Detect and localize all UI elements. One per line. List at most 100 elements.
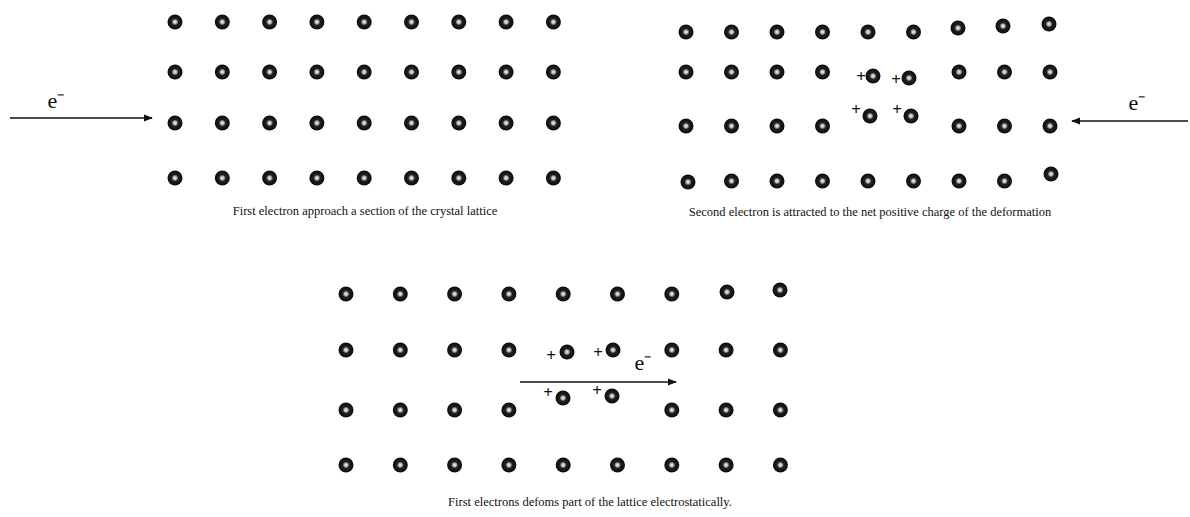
panel-caption: First electrons defoms part of the latti… (448, 496, 732, 510)
lattice-ion (773, 283, 788, 298)
lattice-ion (681, 175, 696, 190)
lattice-ion (606, 343, 621, 358)
lattice-ion (664, 343, 679, 358)
lattice-ion (1042, 17, 1057, 32)
positive-charge: + (892, 101, 902, 120)
panel-caption: Second electron is attracted to the net … (689, 206, 1052, 220)
lattice-ion (447, 458, 462, 473)
lattice-ion (339, 458, 354, 473)
lattice-ion (357, 116, 372, 131)
lattice-ion (724, 174, 739, 189)
panel-caption: First electron approach a section of the… (233, 205, 497, 219)
lattice-ion (952, 119, 967, 134)
lattice-ion (679, 119, 694, 134)
positive-charge: + (592, 382, 602, 401)
lattice-ion (262, 65, 277, 80)
lattice-ion (610, 458, 625, 473)
lattice-ion (997, 119, 1012, 134)
lattice-ion (679, 65, 694, 80)
lattice-ion (447, 343, 462, 358)
lattice-ion (664, 458, 679, 473)
lattice-ion (451, 116, 466, 131)
lattice-ion (906, 25, 921, 40)
lattice-ion (451, 65, 466, 80)
electron-symbol: e⁻ (48, 89, 65, 113)
lattice-ion (546, 171, 561, 186)
lattice-ion (815, 174, 830, 189)
lattice-ion (546, 15, 561, 30)
lattice-ion (499, 65, 514, 80)
lattice-ion (902, 71, 917, 86)
lattice-ion (906, 174, 921, 189)
lattice-ion (447, 403, 462, 418)
lattice-ion (309, 15, 324, 30)
lattice-ion (1044, 167, 1059, 182)
electron-symbol: e⁻ (635, 351, 652, 375)
lattice-ion (404, 65, 419, 80)
lattice-ion (357, 15, 372, 30)
lattice-ion (863, 109, 878, 124)
lattice-ion (951, 21, 966, 36)
lattice-ion (168, 65, 183, 80)
electron-path-arrow (1072, 120, 1188, 122)
lattice-ion (605, 389, 620, 404)
lattice-ion (904, 109, 919, 124)
lattice-ion (952, 174, 967, 189)
lattice-ion (546, 65, 561, 80)
lattice-ion (546, 116, 561, 131)
electron-path-arrow (10, 117, 152, 119)
lattice-ion (309, 65, 324, 80)
lattice-ion (560, 345, 575, 360)
lattice-ion (339, 403, 354, 418)
lattice-ion (499, 116, 514, 131)
lattice-ion (393, 343, 408, 358)
positive-charge: + (856, 68, 866, 87)
lattice-ion (679, 25, 694, 40)
lattice-ion (357, 65, 372, 80)
lattice-ion (262, 15, 277, 30)
lattice-ion (773, 403, 788, 418)
lattice-ion (501, 458, 516, 473)
lattice-ion (720, 285, 735, 300)
lattice-ion (1043, 65, 1058, 80)
lattice-ion (499, 171, 514, 186)
lattice-ion (262, 171, 277, 186)
lattice-ion (215, 116, 230, 131)
lattice-ion (501, 343, 516, 358)
positive-charge: + (593, 344, 603, 363)
lattice-ion (339, 287, 354, 302)
lattice-ion (168, 171, 183, 186)
lattice-ion (724, 119, 739, 134)
lattice-ion (339, 343, 354, 358)
lattice-ion (773, 458, 788, 473)
lattice-ion (393, 458, 408, 473)
lattice-ion (404, 116, 419, 131)
lattice-ion (309, 171, 324, 186)
lattice-ion (724, 65, 739, 80)
lattice-ion (556, 458, 571, 473)
lattice-ion (719, 458, 734, 473)
lattice-ion (773, 343, 788, 358)
lattice-ion (997, 65, 1012, 80)
lattice-ion (451, 171, 466, 186)
lattice-ion (664, 287, 679, 302)
lattice-ion (815, 25, 830, 40)
lattice-ion (262, 116, 277, 131)
lattice-ion (996, 19, 1011, 34)
lattice-ion (451, 15, 466, 30)
positive-charge: + (546, 347, 556, 366)
lattice-ion (861, 25, 876, 40)
lattice-ion (770, 65, 785, 80)
lattice-ion (215, 15, 230, 30)
lattice-ion (610, 287, 625, 302)
lattice-ion (770, 119, 785, 134)
lattice-ion (815, 119, 830, 134)
lattice-ion (501, 287, 516, 302)
lattice-ion (556, 391, 571, 406)
lattice-ion (866, 69, 881, 84)
lattice-ion (556, 287, 571, 302)
lattice-ion (719, 403, 734, 418)
electron-symbol: e⁻ (1129, 91, 1146, 115)
